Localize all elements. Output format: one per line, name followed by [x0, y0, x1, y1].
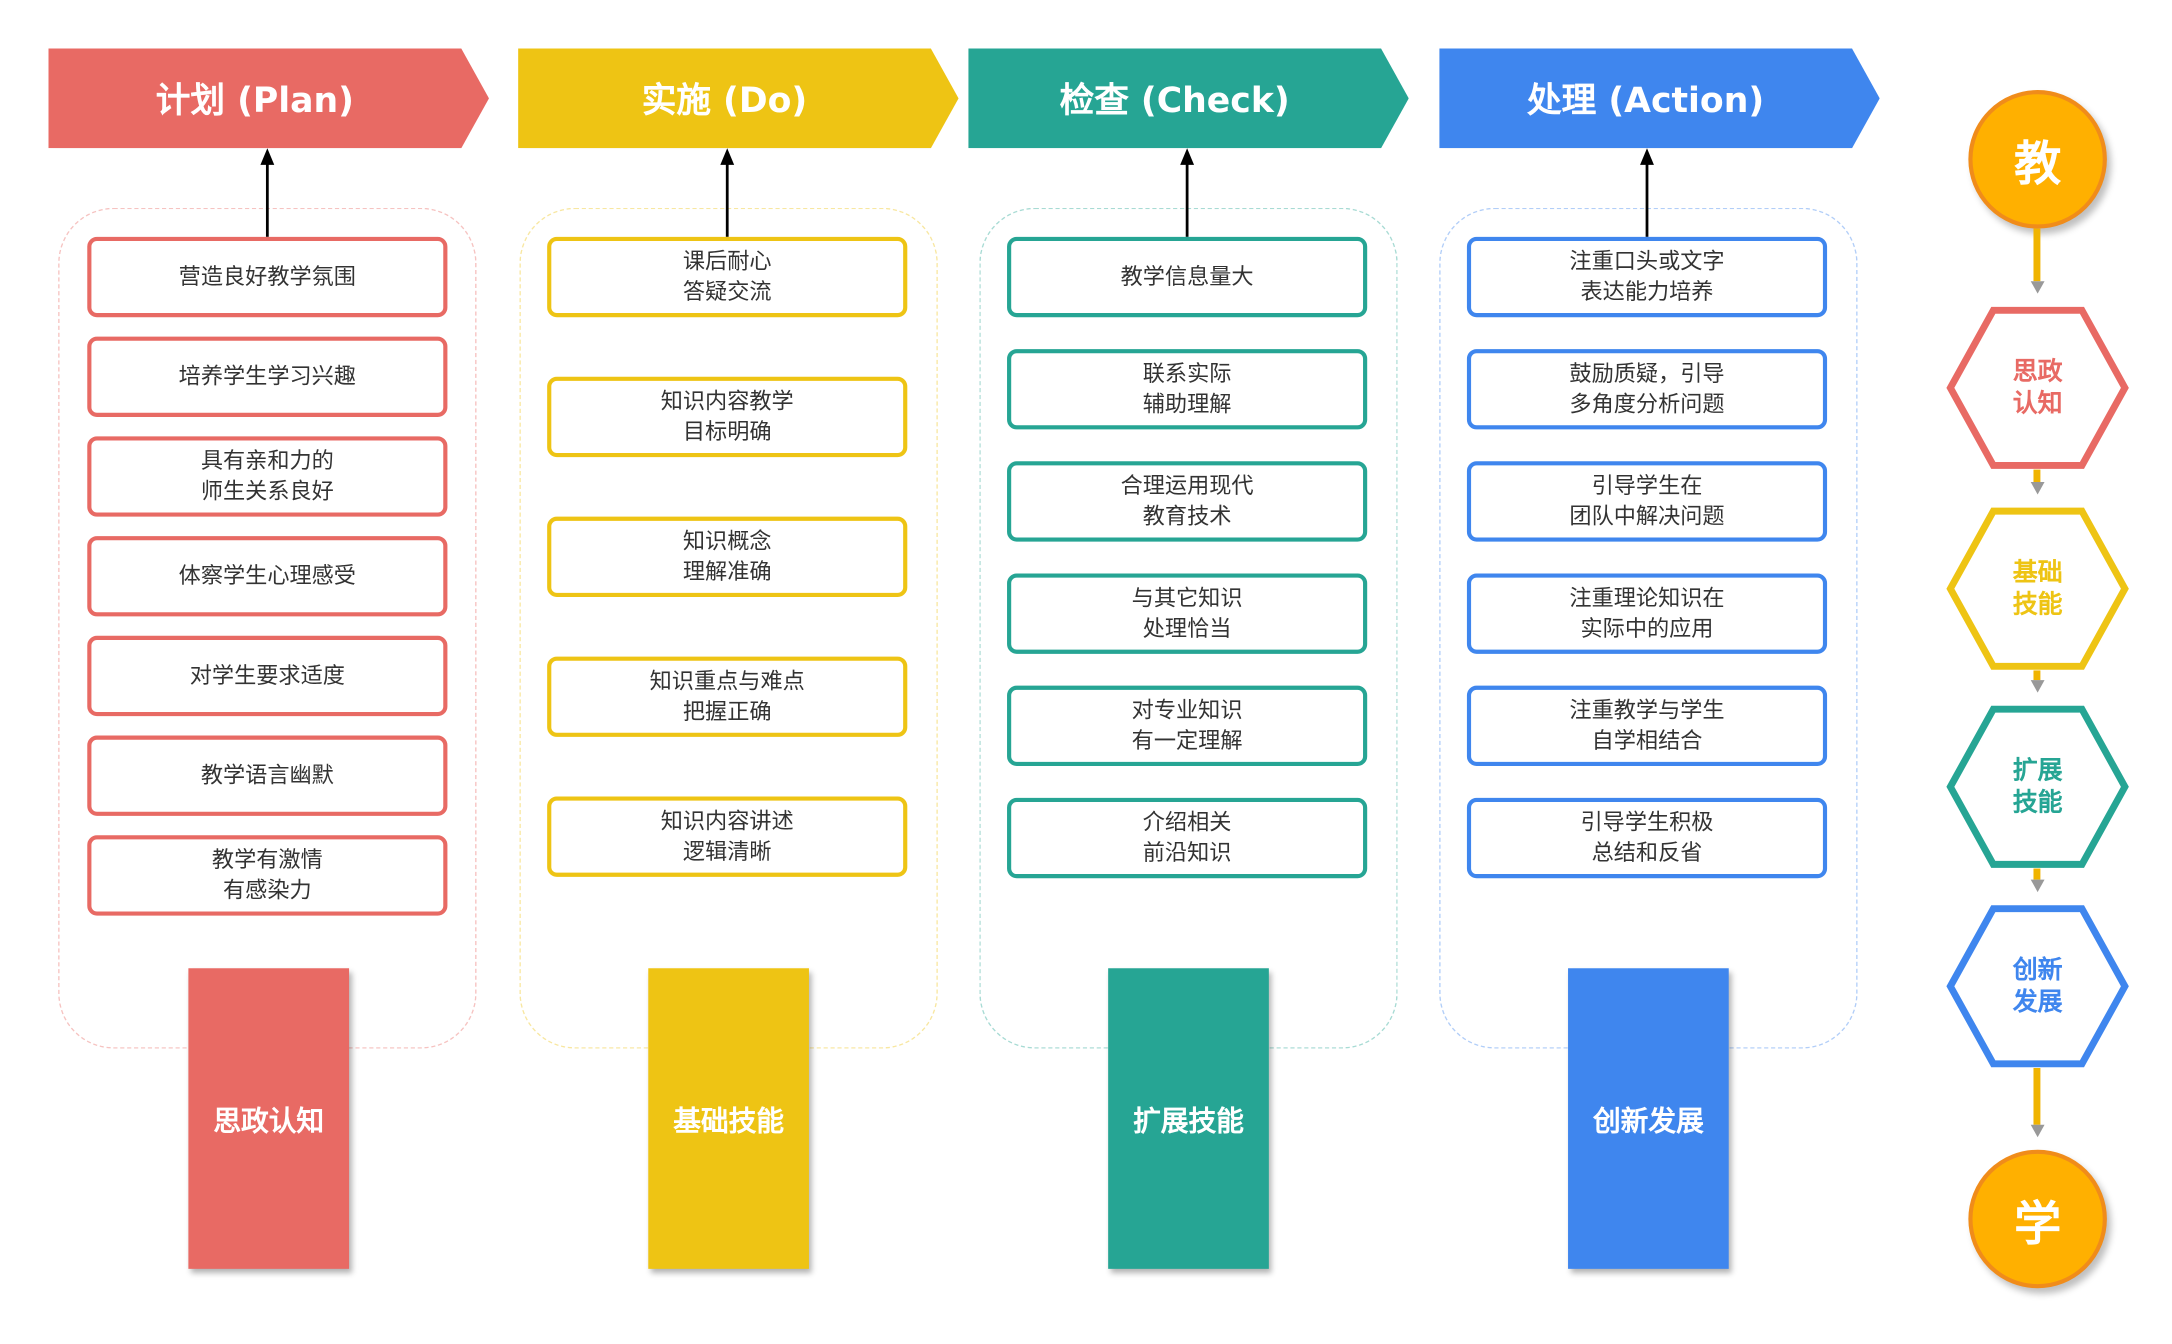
flow-connector — [2033, 1067, 2041, 1125]
connector-line — [1186, 159, 1189, 237]
item-box: 引导学生在 团队中解决问题 — [1466, 461, 1828, 542]
flow-step-label: 创新 发展 — [2012, 955, 2063, 1017]
item-box: 课后耐心 答疑交流 — [547, 236, 908, 318]
hexagon-shape — [1946, 905, 2129, 1068]
item-box: 知识内容教学 目标明确 — [547, 376, 908, 458]
flow-step-hexagon: 扩展 技能 — [1946, 705, 2129, 868]
connector-line — [1645, 159, 1649, 237]
phase-header-check: 检查 (Check) — [968, 48, 1409, 149]
item-box: 与其它知识 处理恰当 — [1007, 573, 1368, 654]
item-box: 引导学生积极 总结和反省 — [1466, 797, 1828, 879]
phase-bar-check: 扩展技能 — [1108, 968, 1269, 1269]
item-box: 对专业知识 有一定理解 — [1007, 685, 1368, 767]
flow-step-hexagon: 思政 认知 — [1946, 306, 2129, 469]
item-box: 知识内容讲述 逻辑清晰 — [547, 796, 908, 877]
phase-bar-action: 创新发展 — [1568, 968, 1729, 1269]
phase-group-plan — [58, 207, 477, 1049]
arrow-up-icon — [1180, 148, 1195, 165]
flow-connector — [2033, 670, 2041, 681]
hexagon-shape — [1946, 705, 2129, 868]
flow-step-label: 思政 认知 — [2012, 357, 2063, 419]
item-box: 知识概念 理解准确 — [547, 516, 908, 598]
arrow-down-icon — [2030, 1124, 2045, 1138]
item-box: 体察学生心理感受 — [87, 536, 448, 617]
item-box: 教学信息量大 — [1007, 236, 1368, 318]
phase-bar-do: 基础技能 — [648, 968, 809, 1269]
phase-header-do: 实施 (Do) — [518, 48, 959, 149]
phase-group-do — [519, 207, 938, 1049]
arrow-up-icon — [1640, 148, 1654, 165]
arrow-down-icon — [2030, 680, 2045, 693]
flow-connector — [2033, 868, 2041, 880]
phase-header-plan: 计划 (Plan) — [48, 48, 489, 149]
connector-line — [266, 159, 269, 237]
item-box: 联系实际 辅助理解 — [1007, 349, 1368, 430]
flow-step-hexagon: 创新 发展 — [1946, 905, 2129, 1068]
item-box: 注重教学与学生 自学相结合 — [1466, 685, 1828, 767]
item-box: 介绍相关 前沿知识 — [1007, 797, 1368, 879]
hexagon-shape — [1946, 306, 2129, 469]
connector-line — [726, 159, 729, 237]
start-circle: 教 — [1968, 90, 2107, 229]
item-box: 知识重点与难点 把握正确 — [547, 656, 908, 737]
item-box: 对学生要求适度 — [87, 635, 448, 717]
item-box: 教学有激情 有感染力 — [87, 835, 448, 916]
item-box: 营造良好教学氛围 — [87, 236, 448, 318]
flow-step-label: 扩展 技能 — [2012, 756, 2063, 818]
item-box: 注重口头或文字 表达能力培养 — [1466, 236, 1828, 318]
flow-connector — [2033, 228, 2041, 282]
end-circle: 学 — [1968, 1149, 2107, 1289]
item-box: 鼓励质疑，引导 多角度分析问题 — [1466, 349, 1828, 430]
arrow-up-icon — [260, 148, 275, 165]
phase-header-action: 处理 (Action) — [1439, 48, 1880, 149]
hexagon-shape — [1946, 507, 2129, 670]
arrow-down-icon — [2030, 482, 2045, 495]
flow-step-hexagon: 基础 技能 — [1946, 507, 2129, 670]
item-box: 具有亲和力的 师生关系良好 — [87, 436, 448, 517]
flow-step-label: 基础 技能 — [2012, 558, 2063, 620]
arrow-down-icon — [2030, 879, 2045, 893]
item-box: 合理运用现代 教育技术 — [1007, 461, 1368, 542]
arrow-up-icon — [720, 148, 735, 165]
item-box: 注重理论知识在 实际中的应用 — [1466, 573, 1828, 654]
arrow-down-icon — [2030, 281, 2045, 294]
phase-bar-plan: 思政认知 — [188, 968, 350, 1269]
flow-connector — [2033, 469, 2041, 483]
item-box: 培养学生学习兴趣 — [87, 336, 448, 417]
item-box: 教学语言幽默 — [87, 735, 448, 816]
